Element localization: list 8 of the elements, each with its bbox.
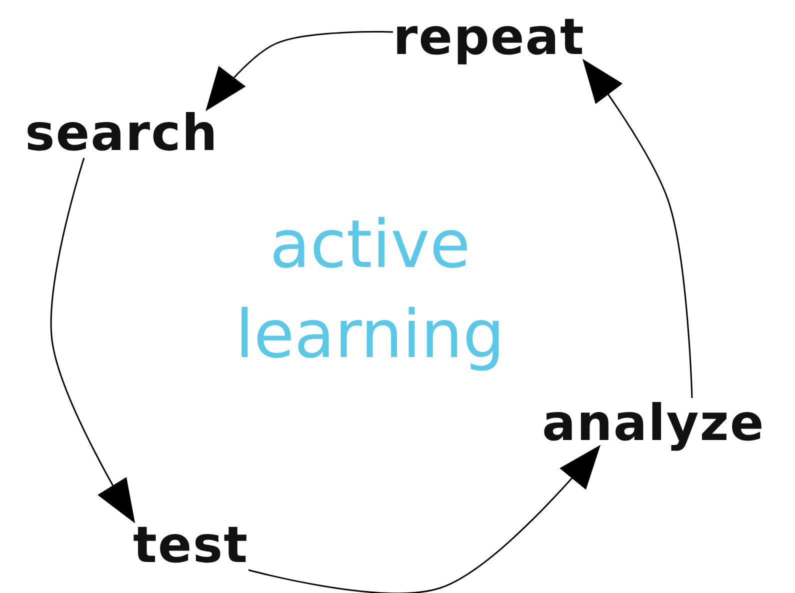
arrow — [582, 58, 693, 398]
arrow — [206, 31, 394, 112]
arrow — [248, 444, 601, 593]
step-label: test — [133, 520, 248, 570]
arrow — [50, 158, 136, 524]
step-label: repeat — [393, 12, 585, 62]
step-label: search — [25, 108, 218, 158]
center-title: active learning — [234, 205, 506, 375]
